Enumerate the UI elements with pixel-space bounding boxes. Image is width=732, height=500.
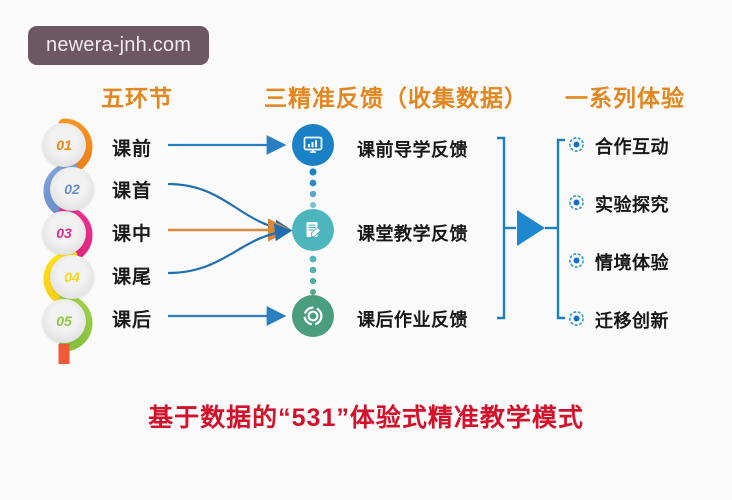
ring-dot-glyph	[569, 311, 584, 326]
watermark-badge: newera-jnh.com	[28, 26, 210, 65]
monitor-chart-glyph	[303, 136, 323, 153]
ring-dot-icon-2	[568, 194, 585, 211]
stage-label-04: 课尾	[112, 267, 153, 288]
target-ring-icon[interactable]	[292, 295, 334, 337]
stage-number-03: 03	[56, 225, 72, 241]
document-pencil-icon[interactable]	[292, 209, 334, 251]
stage-badge-01[interactable]: 01	[42, 123, 86, 167]
stage-number-05: 05	[56, 313, 72, 329]
stage-number-04: 04	[64, 269, 80, 285]
ring-dot-icon-1	[568, 136, 585, 153]
stage-number-01: 01	[56, 137, 72, 153]
header-three-feedback: 三精准反馈（收集数据）	[264, 85, 528, 111]
stage-label-05: 课后	[112, 310, 153, 331]
experience-label-4: 迁移创新	[595, 311, 669, 331]
stage-number-02: 02	[64, 181, 80, 197]
stage-badge-02[interactable]: 02	[50, 167, 94, 211]
monitor-chart-icon[interactable]	[292, 124, 334, 166]
ring-dot-glyph	[569, 195, 584, 210]
stage-label-03: 课中	[112, 224, 153, 245]
header-one-series: 一系列体验	[565, 85, 685, 111]
stage-badge-03[interactable]: 03	[42, 211, 86, 255]
feedback-label-2: 课堂教学反馈	[357, 224, 468, 244]
experience-label-3: 情境体验	[595, 253, 669, 273]
document-pencil-glyph	[306, 222, 322, 237]
experience-label-2: 实验探究	[595, 195, 669, 215]
ring-dot-glyph	[569, 253, 584, 268]
ring-dot-icon-4	[568, 310, 585, 327]
diagram-title: 基于数据的“531”体验式精准教学模式	[148, 404, 584, 432]
stage-badge-04[interactable]: 04	[50, 255, 94, 299]
stage-label-02: 课首	[112, 181, 153, 202]
watermark-text: newera-jnh.com	[46, 34, 192, 56]
stage-badge-05[interactable]: 05	[42, 299, 86, 343]
experience-label-1: 合作互动	[595, 137, 669, 157]
feedback-label-1: 课前导学反馈	[357, 140, 468, 160]
header-five-stages: 五环节	[101, 85, 173, 111]
ring-dot-glyph	[569, 137, 584, 152]
ring-dot-icon-3	[568, 252, 585, 269]
stage-label-01: 课前	[112, 139, 153, 160]
feedback-label-3: 课后作业反馈	[357, 310, 468, 330]
target-ring-glyph	[303, 306, 323, 326]
